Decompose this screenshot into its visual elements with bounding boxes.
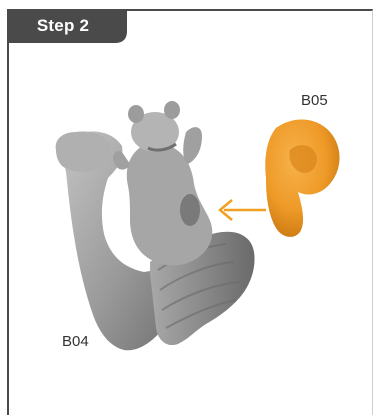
figure-body: [127, 143, 212, 265]
tail-shape: [265, 119, 339, 236]
part-b05-tail: [265, 119, 339, 236]
arm-fist: [56, 132, 111, 173]
figure-raised-paw: [183, 127, 202, 164]
figure-ear-right: [164, 101, 180, 119]
attach-arrow: [220, 200, 266, 220]
part-label-b04: B04: [62, 333, 89, 350]
part-rodent-figure: [113, 101, 212, 265]
figure-attach-socket: [180, 194, 200, 226]
figure-ear-left: [128, 105, 144, 123]
part-label-b05: B05: [301, 92, 328, 109]
